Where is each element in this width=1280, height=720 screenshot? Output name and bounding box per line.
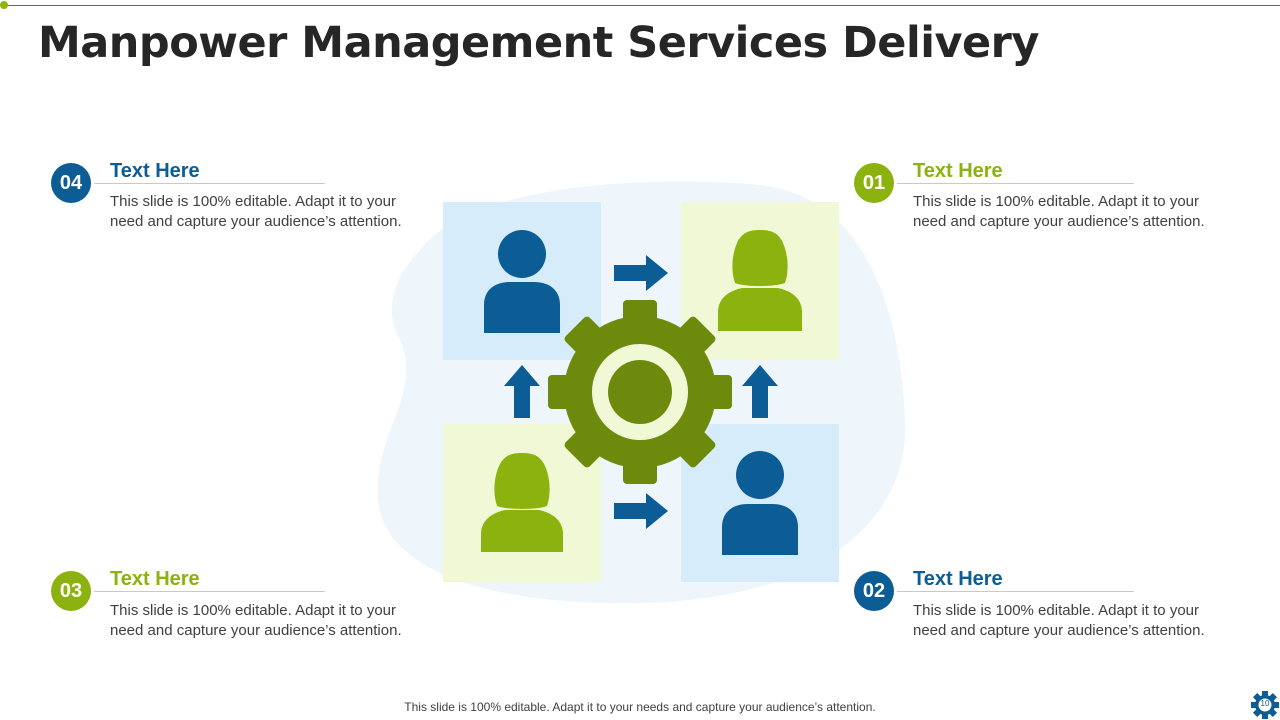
- item-divider: [897, 183, 1134, 184]
- item-body-line: need and capture your audience’s attenti…: [110, 213, 402, 230]
- arrow-icon: [614, 493, 668, 529]
- item-body-line: This slide is 100% editable. Adapt it to…: [110, 602, 396, 619]
- slide-title: Manpower Management Services Delivery: [38, 18, 1039, 68]
- item-heading: Text Here: [913, 568, 1003, 590]
- item-body-line: need and capture your audience’s attenti…: [913, 213, 1205, 230]
- female-user-icon: [481, 453, 563, 552]
- item-body: This slide is 100% editable. Adapt it to…: [110, 601, 440, 641]
- item-divider: [897, 591, 1134, 592]
- gear-icon: [548, 300, 732, 484]
- item-number-badge: 02: [854, 571, 894, 611]
- item-body-line: This slide is 100% editable. Adapt it to…: [913, 602, 1199, 619]
- item-heading: Text Here: [913, 160, 1003, 182]
- item-body: This slide is 100% editable. Adapt it to…: [913, 192, 1243, 232]
- item-number-badge: 04: [51, 163, 91, 203]
- male-user-icon: [484, 230, 560, 333]
- arrow-icon: [742, 365, 778, 418]
- arrow-icon: [614, 255, 668, 291]
- arrow-icon: [504, 365, 540, 418]
- item-body-line: need and capture your audience’s attenti…: [913, 622, 1205, 639]
- item-body-line: This slide is 100% editable. Adapt it to…: [110, 193, 396, 210]
- gear-icon[interactable]: [1250, 690, 1280, 720]
- top-rule-dot: [0, 1, 8, 9]
- item-divider: [94, 183, 325, 184]
- top-rule: [4, 5, 1280, 6]
- male-user-icon: [722, 451, 798, 555]
- central-graphic: [377, 181, 906, 604]
- item-number-badge: 03: [51, 571, 91, 611]
- female-user-icon: [718, 230, 802, 331]
- item-body: This slide is 100% editable. Adapt it to…: [110, 192, 440, 232]
- item-heading: Text Here: [110, 160, 200, 182]
- item-number-badge: 01: [854, 163, 894, 203]
- item-body: This slide is 100% editable. Adapt it to…: [913, 601, 1243, 641]
- item-body-line: need and capture your audience’s attenti…: [110, 622, 402, 639]
- item-heading: Text Here: [110, 568, 200, 590]
- page-number: 10: [1260, 699, 1270, 708]
- slide-footer: This slide is 100% editable. Adapt it to…: [404, 700, 876, 714]
- item-divider: [94, 591, 325, 592]
- item-body-line: This slide is 100% editable. Adapt it to…: [913, 193, 1199, 210]
